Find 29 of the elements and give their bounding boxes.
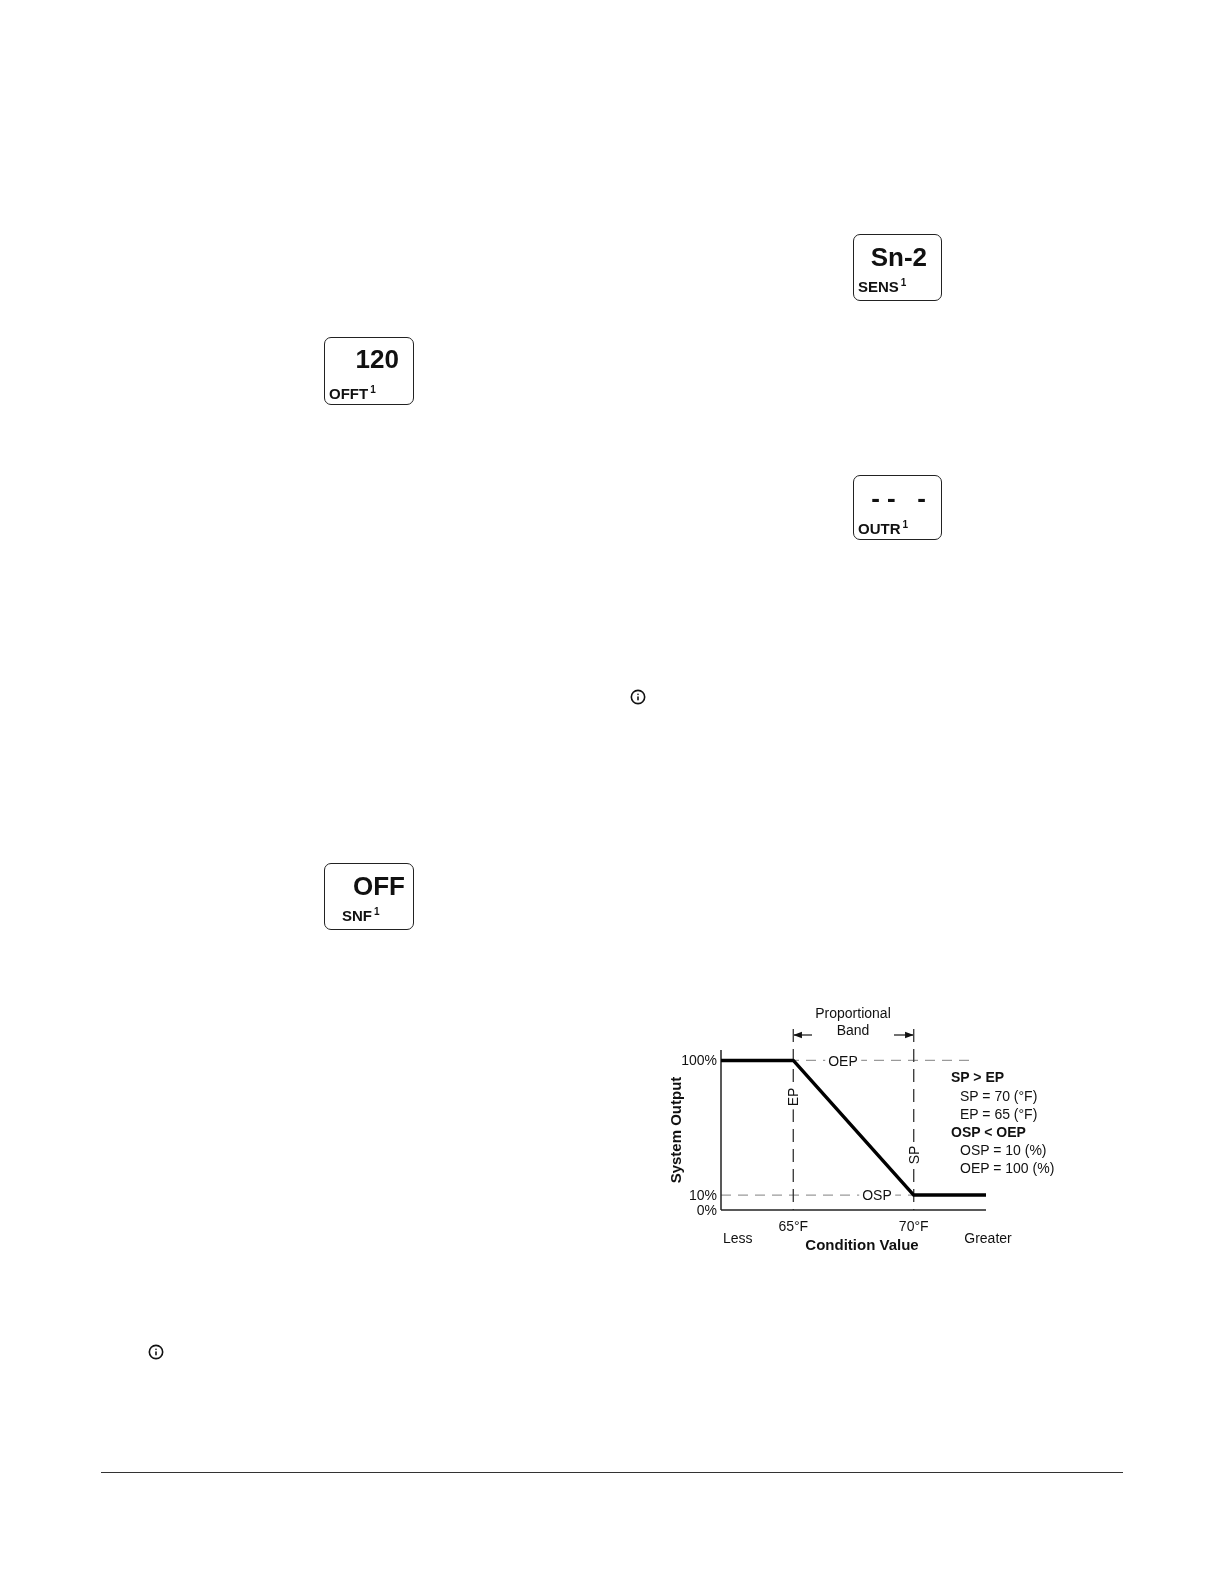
guide-label: OSP <box>859 1187 895 1203</box>
tick-label: 100% <box>681 1052 717 1068</box>
display-value: Sn-2 <box>870 244 927 270</box>
display-value: OFF <box>353 873 405 899</box>
axis-title: System Output <box>666 1076 684 1184</box>
parameter-label: OUTR$^{1}$ <box>858 521 909 536</box>
note-heading: OSP < OEP <box>951 1124 1026 1140</box>
axis-title: Condition Value <box>805 1236 919 1253</box>
tick-label: 65°F <box>778 1219 809 1234</box>
display-value: - - - <box>871 485 926 511</box>
note-heading: SP > EP <box>951 1069 1005 1085</box>
tick-label: 10% <box>688 1187 717 1203</box>
note-text: OEP = 100 (%) <box>960 1160 1055 1176</box>
display-panel <box>324 337 414 405</box>
axis-end-label: Greater <box>964 1230 1012 1246</box>
tick-label: 70°F <box>898 1219 929 1234</box>
display-value: 120 <box>355 346 399 372</box>
dimension-label: Proportional Band <box>815 1005 891 1039</box>
axis-end-label: Less <box>723 1230 753 1246</box>
note-text: SP = 70 (°F) <box>960 1088 1038 1104</box>
display-panel <box>324 863 414 930</box>
note-text: OSP = 10 (%) <box>960 1142 1047 1158</box>
display-panel <box>853 475 942 540</box>
display-panel <box>853 234 942 301</box>
parameter-label: SNF$^{1}$ <box>342 908 380 923</box>
parameter-label: OFFT$^{1}$ <box>329 386 376 401</box>
tick-label: 0% <box>696 1202 717 1218</box>
parameter-label: SENS$^{1}$ <box>858 279 907 294</box>
note-text: EP = 65 (°F) <box>960 1106 1038 1122</box>
